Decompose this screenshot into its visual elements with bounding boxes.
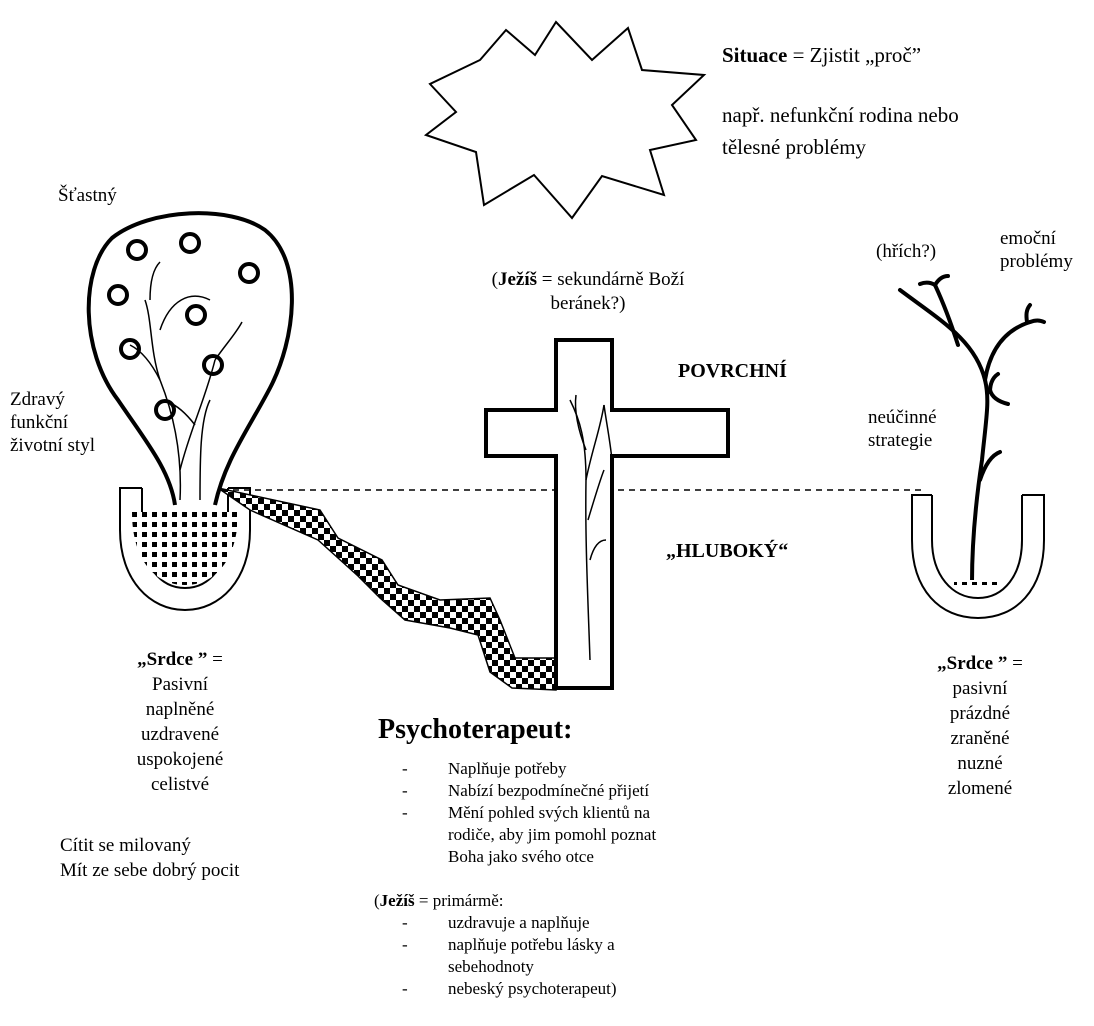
- deep-label: „HLUBOKÝ“: [666, 540, 788, 563]
- right-heart-title: „Srdce ” =: [905, 652, 1055, 675]
- left-heart-eq: =: [207, 649, 222, 670]
- psychotherapist-item-1-text: Naplňuje potřeby: [448, 759, 567, 778]
- left-heart-state-2: naplněné: [110, 698, 250, 721]
- psychotherapist-item-3-line-3: Boha jako svého otce: [448, 846, 656, 868]
- right-heart-bold: „Srdce ”: [937, 653, 1007, 674]
- left-heart-state-1: Pasivní: [110, 673, 250, 696]
- psychotherapist-item-2-text: Nabízí bezpodmínečné přijetí: [448, 781, 649, 800]
- situation-example-2: tělesné problémy: [722, 136, 866, 159]
- feeling-2: Mít ze sebe dobrý pocit: [60, 859, 239, 882]
- emotional-line-1: emoční: [1000, 227, 1056, 250]
- right-heart-state-3: zraněné: [905, 727, 1055, 750]
- jesus-item-2: naplňuje potřebu lásky a sebehodnoty: [374, 934, 617, 978]
- psychotherapist-item-3: Mění pohled svých klientů na rodiče, aby…: [374, 802, 656, 868]
- psychotherapist-item-1: Naplňuje potřeby: [374, 758, 656, 780]
- jesus-primary-text: = primármě:: [415, 891, 504, 910]
- feeling-1: Cítit se milovaný: [60, 834, 191, 857]
- situation-question: = Zjistit „proč”: [787, 43, 921, 67]
- right-heart-state-2: prázdné: [905, 702, 1055, 725]
- psychotherapist-item-2: Nabízí bezpodmínečné přijetí: [374, 780, 656, 802]
- right-heart-state-1: pasivní: [905, 677, 1055, 700]
- jesus-item-3: nebeský psychoterapeut): [374, 978, 617, 1000]
- lifestyle-line-3: životní styl: [10, 434, 95, 457]
- left-heart-title: „Srdce ” =: [110, 648, 250, 671]
- jesus-primary-list: uzdravuje a naplňuje naplňuje potřebu lá…: [374, 912, 617, 1000]
- jesus-secondary-bold: Ježíš: [498, 269, 537, 290]
- left-heart-state-4: uspokojené: [110, 748, 250, 771]
- left-heart-state-3: uzdravené: [110, 723, 250, 746]
- jesus-primary-heading: (Ježíš = primármě:: [374, 890, 504, 912]
- situation-title: Situace = Zjistit „proč”: [722, 44, 921, 67]
- right-heart-state-5: zlomené: [905, 777, 1055, 800]
- left-heart-state-5: celistvé: [110, 773, 250, 796]
- healthy-tree: [89, 213, 292, 505]
- jesus-item-2-line-1: naplňuje potřebu lásky a: [448, 934, 617, 956]
- right-heart-cup: [912, 495, 1044, 618]
- psychotherapist-item-3-line-1: Mění pohled svých klientů na: [448, 802, 656, 824]
- situation-example-1: např. nefunkční rodina nebo: [722, 104, 959, 127]
- situation-label: Situace: [722, 43, 787, 67]
- cross: [486, 340, 728, 688]
- happy-label: Šťastný: [58, 184, 117, 207]
- checkered-river: [218, 488, 556, 690]
- lifestyle-line-1: Zdravý: [10, 388, 65, 411]
- jesus-item-2-line-2: sebehodnoty: [448, 956, 617, 978]
- left-heart-bold: „Srdce ”: [137, 649, 207, 670]
- strategies-line-2: strategie: [868, 429, 932, 452]
- psychotherapist-list: Naplňuje potřeby Nabízí bezpodmínečné př…: [374, 758, 656, 868]
- right-heart-state-4: nuzné: [905, 752, 1055, 775]
- situation-starburst: [426, 22, 704, 218]
- jesus-primary-bold: Ježíš: [380, 891, 415, 910]
- psychotherapist-title: Psychoterapeut:: [378, 714, 572, 746]
- left-heart-cup: [120, 488, 250, 610]
- superficial-label: POVRCHNÍ: [678, 360, 787, 383]
- jesus-secondary-line-2: beránek?): [438, 292, 738, 315]
- jesus-item-1-text: uzdravuje a naplňuje: [448, 913, 590, 932]
- right-heart-eq: =: [1007, 653, 1022, 674]
- lifestyle-line-2: funkční: [10, 411, 68, 434]
- psychotherapist-item-3-line-2: rodiče, aby jim pomohl poznat: [448, 824, 656, 846]
- jesus-secondary-line-1: (Ježíš = sekundárně Boží: [438, 268, 738, 291]
- sin-label: (hřích?): [876, 240, 936, 263]
- strategies-line-1: neúčinné: [868, 406, 937, 429]
- jesus-item-1: uzdravuje a naplňuje: [374, 912, 617, 934]
- emotional-line-2: problémy: [1000, 250, 1073, 273]
- jesus-item-3-text: nebeský psychoterapeut): [448, 979, 617, 998]
- jesus-secondary-text: = sekundárně Boží: [537, 269, 684, 290]
